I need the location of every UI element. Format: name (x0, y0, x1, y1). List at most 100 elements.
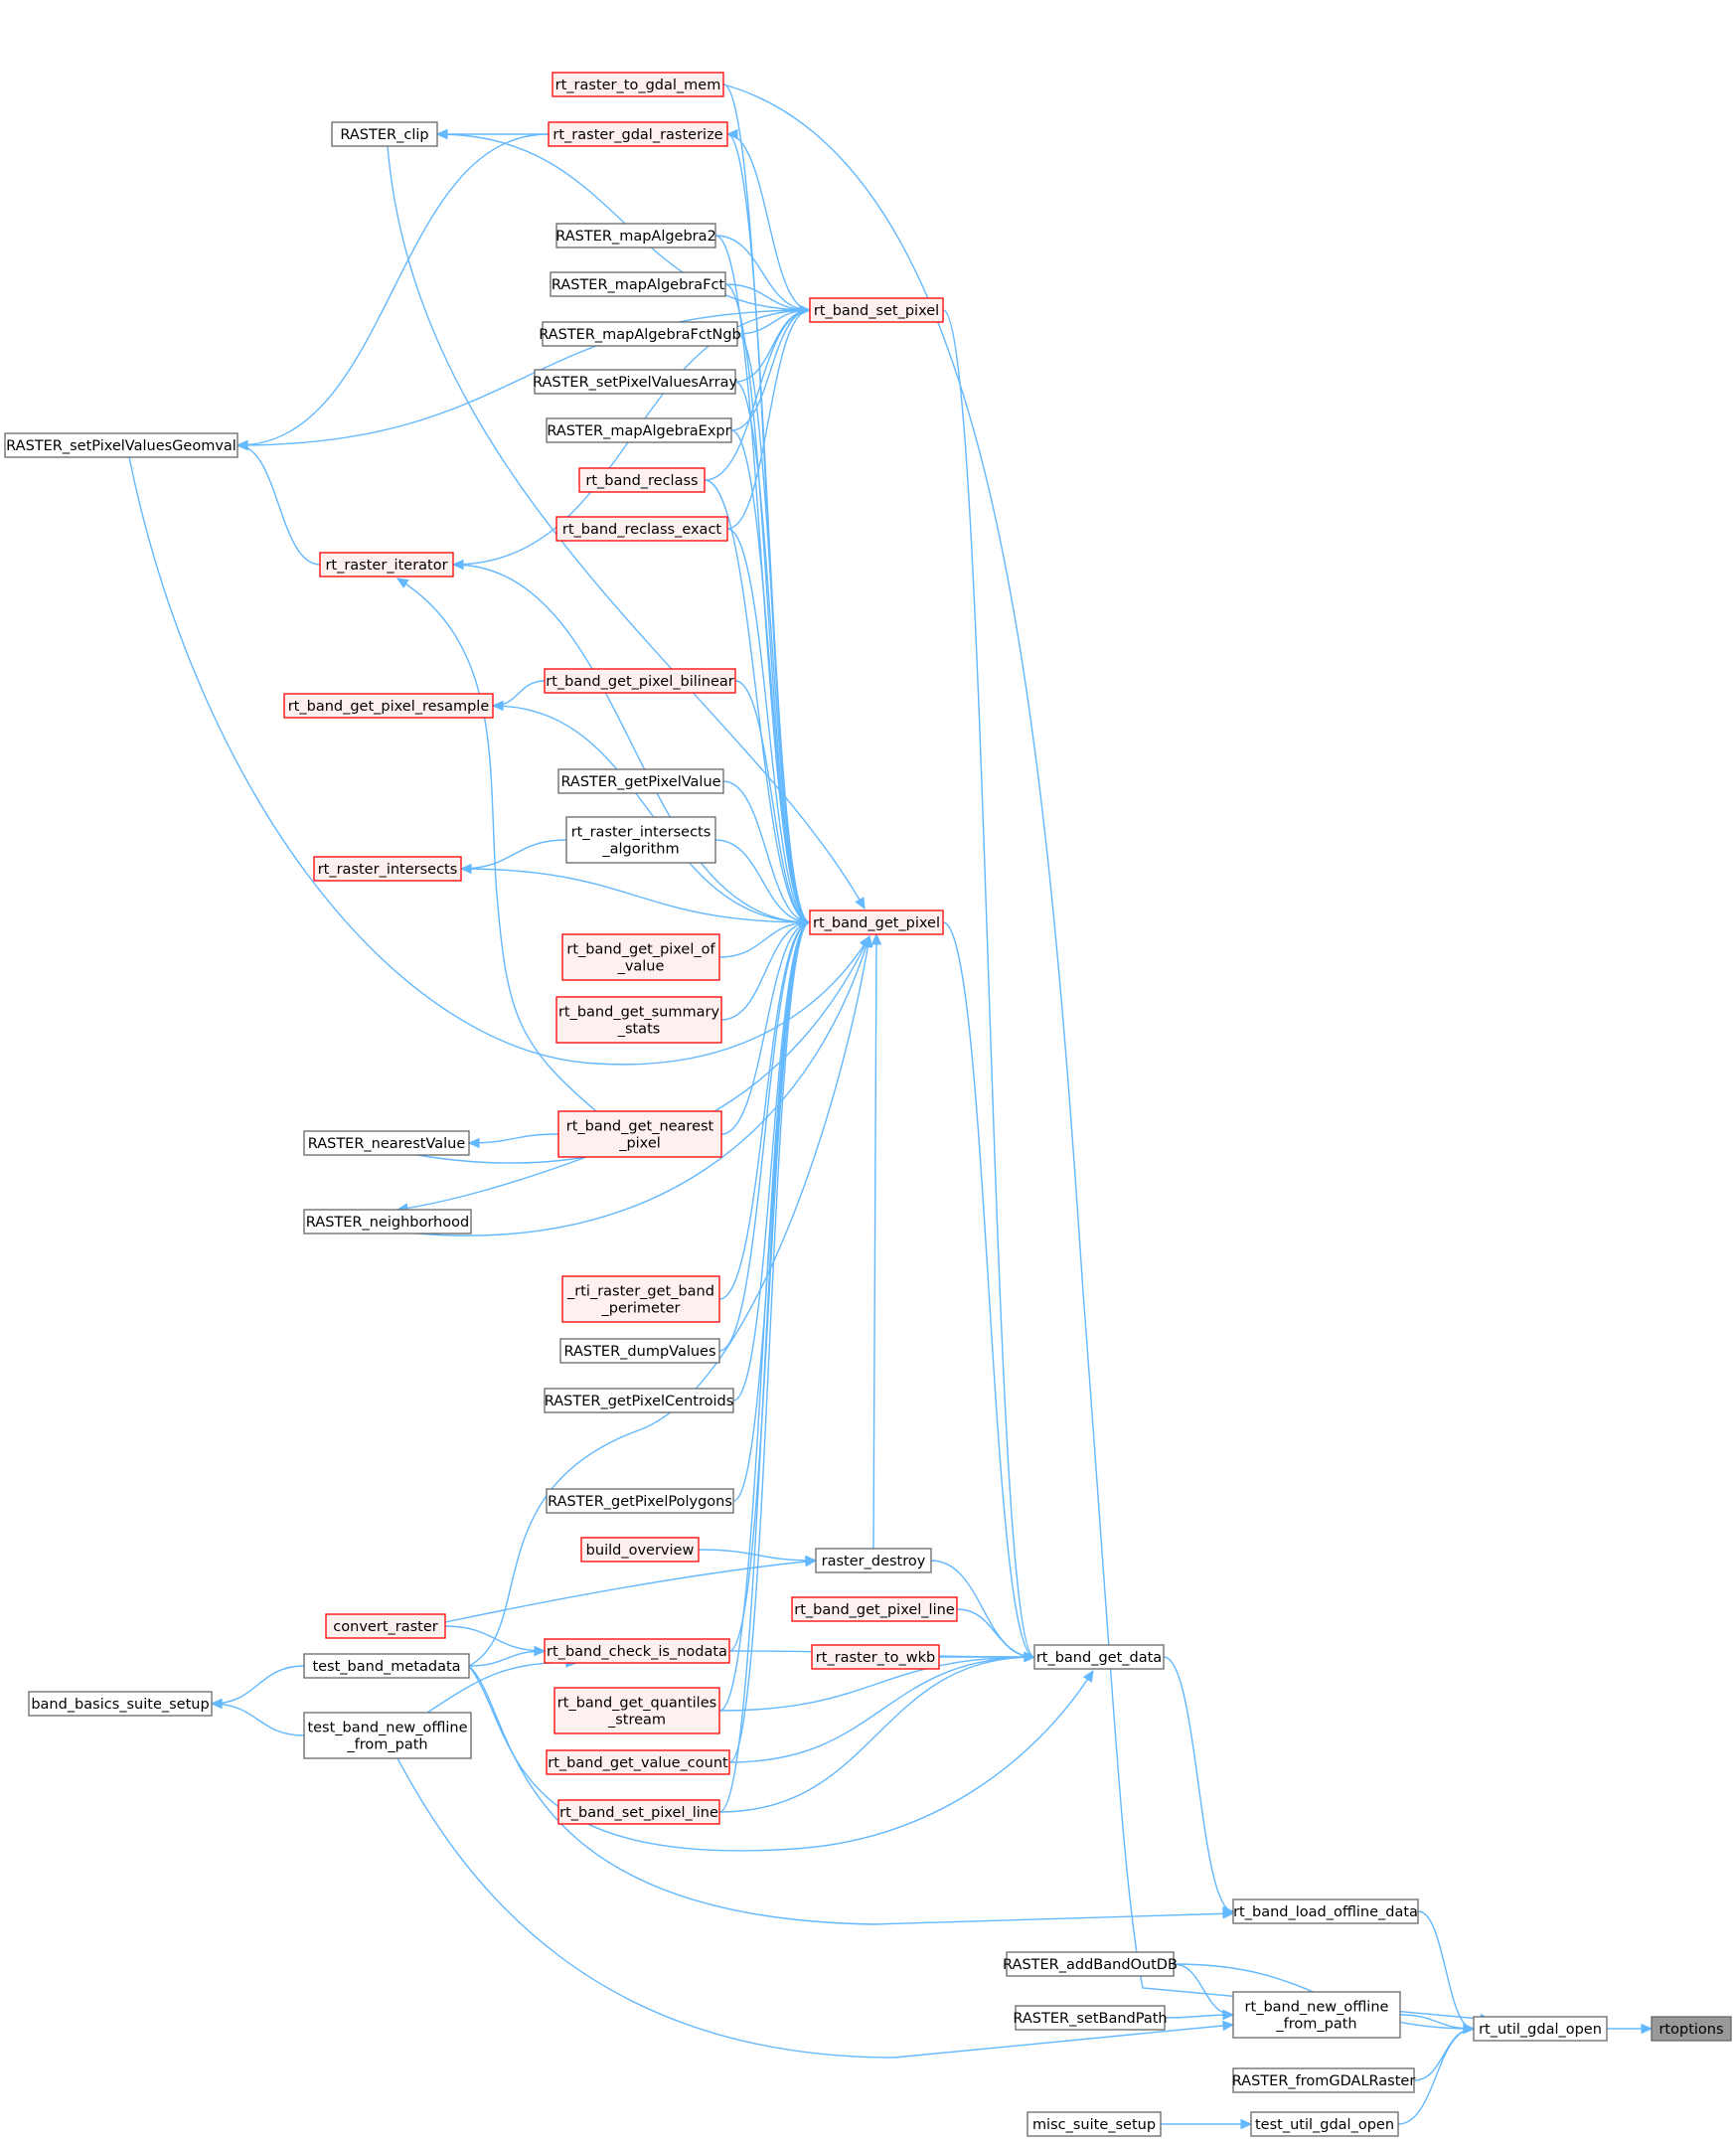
node-box (303, 1712, 472, 1759)
node-label: rt_band_set_pixel (814, 303, 939, 319)
node-test-band-metadata[interactable]: test_band_metadata (303, 1653, 470, 1679)
node-raster-neighborhood[interactable]: RASTER_neighborhood (303, 1209, 472, 1235)
node-label: rtoptions (1658, 2022, 1723, 2038)
node-rt-band-check-is-nodata[interactable]: rt_band_check_is_nodata (544, 1638, 730, 1664)
node-raster-clip[interactable]: RASTER_clip (331, 121, 438, 147)
edge-rt_band_set_pixel-to-RASTER_clip (436, 133, 811, 311)
node-raster-mapalgebrafct[interactable]: RASTER_mapAlgebraFct (550, 271, 726, 297)
node-raster-getpixelpolygons[interactable]: RASTER_getPixelPolygons (546, 1488, 734, 1514)
node-rt-raster-intersects-algorithm[interactable]: rt_raster_intersects_algorithm (565, 816, 716, 864)
edge-rt_band_set_pixel-to-rt_band_get_data-arrowhead (1024, 1651, 1036, 1663)
node-label: RASTER_addBandOutDB (1003, 1957, 1178, 1973)
node-rt-band-set-pixel[interactable]: rt_band_set_pixel (809, 297, 944, 323)
node-rt-band-reclass[interactable]: rt_band_reclass (578, 467, 706, 493)
edge-test_band_metadata-to-rt_band_load_offline_data-arrowhead (1222, 1908, 1235, 1919)
edge-rt_band_get_pixel_bilinear-to-rt_band_get_pixel_resample-arrowhead (491, 700, 504, 712)
node-label: RASTER_nearestValue (308, 1136, 466, 1152)
edge-rt_band_set_pixel_line-to-rt_band_get_pixel (718, 921, 811, 1813)
edge-test_band_metadata-to-rt_band_check_is_nodata-arrowhead (534, 1645, 547, 1657)
node-raster-mapalgebraexpr[interactable]: RASTER_mapAlgebraExpr (546, 417, 732, 443)
node-misc-suite-setup[interactable]: misc_suite_setup (1026, 2111, 1162, 2137)
node-box (557, 768, 724, 794)
node-raster-setbandpath[interactable]: RASTER_setBandPath (1013, 2005, 1168, 2031)
edge-RASTER_getPixelPolygons-to-rt_band_get_pixel (732, 921, 811, 1502)
node-rt-band-get-summary-stats[interactable]: rt_band_get_summary_stats (555, 996, 722, 1044)
node-convert-raster[interactable]: convert_raster (325, 1613, 446, 1639)
edge-test_band_metadata-to-band_basics_suite_setup (211, 1665, 305, 1705)
node-raster-fromgdalraster[interactable]: RASTER_fromGDALRaster (1232, 2067, 1416, 2093)
edge-RASTER_setPixelValuesGeomval-to-rt_band_get_pixel-arrowhead (860, 934, 870, 948)
node-raster-nearestvalue[interactable]: RASTER_nearestValue (303, 1130, 470, 1156)
node-box (1015, 2005, 1166, 2031)
edge-rt_band_get_quantiles_stream-to-rt_band_get_data (718, 1656, 1035, 1712)
node-label: rt_raster_to_wkb (816, 1650, 935, 1666)
edge-rt_band_get_nearest_pixel-to-RASTER_nearestValue (468, 1133, 559, 1144)
node-rt-band-get-pixel[interactable]: rt_band_get_pixel (809, 909, 944, 935)
edge-test_util_gdal_open-to-rt_util_gdal_open (1397, 2028, 1475, 2125)
edge-raster_destroy-to-rt_band_get_pixel (872, 933, 877, 1550)
edge-rt_band_set_pixel-to-RASTER_setPixelValuesGeomval (237, 309, 811, 446)
node-raster-getpixelvalue[interactable]: RASTER_getPixelValue (557, 768, 724, 794)
node-rt-band-get-quantiles-stream[interactable]: rt_band_get_quantiles_stream (553, 1687, 720, 1734)
node-label: RASTER_neighborhood (306, 1215, 469, 1231)
edge-test_band_metadata-to-rt_band_get_pixel (468, 935, 870, 1667)
node-rt-band-get-pixel-bilinear[interactable]: rt_band_get_pixel_bilinear (544, 668, 736, 694)
node-rt-band-reclass-exact[interactable]: rt_band_reclass_exact (555, 516, 728, 542)
node-box (561, 933, 720, 981)
node-box (544, 1638, 730, 1664)
edge-rt_band_get_pixel_line-to-rt_band_get_data (956, 1608, 1035, 1658)
node-label: RASTER_fromGDALRaster (1232, 2073, 1416, 2089)
edge-rt_band_get_nearest_pixel-to-RASTER_neighborhood (396, 1156, 587, 1211)
edge-RASTER_mapAlgebra2-to-rt_band_set_pixel (714, 235, 811, 311)
node-rt-band-get-pixel-line[interactable]: rt_band_get_pixel_line (791, 1596, 958, 1622)
node-raster-addbandoutdb[interactable]: RASTER_addBandOutDB (1003, 1951, 1178, 1977)
node-rti-raster-get-band-perimeter[interactable]: _rti_raster_get_band_perimeter (561, 1275, 720, 1323)
node-rt-band-get-data[interactable]: rt_band_get_data (1033, 1644, 1165, 1670)
node-raster-setpixelvaluesgeomval[interactable]: RASTER_setPixelValuesGeomval (4, 432, 238, 458)
node-label: RASTER_getPixelPolygons (548, 1494, 732, 1510)
node-rtoptions[interactable]: rtoptions (1651, 2016, 1732, 2042)
node-raster-setpixelvaluesarray[interactable]: RASTER_setPixelValuesArray (533, 369, 737, 395)
edge-RASTER_fromGDALRaster-to-rt_util_gdal_open (1413, 2028, 1475, 2081)
node-label: _pixel (618, 1136, 661, 1152)
node-box (303, 1209, 472, 1235)
node-box (544, 668, 736, 694)
edge-test_band_metadata-to-rt_band_get_data-arrowhead (1082, 1669, 1094, 1683)
node-rt-band-new-offline-from-path[interactable]: rt_band_new_offline_from_path (1232, 1991, 1401, 2039)
node-rt-band-get-pixel-resample[interactable]: rt_band_get_pixel_resample (283, 693, 494, 719)
node-rt-raster-intersects[interactable]: rt_raster_intersects (313, 856, 462, 882)
node-build-overview[interactable]: build_overview (580, 1537, 700, 1563)
node-rt-raster-iterator[interactable]: rt_raster_iterator (319, 552, 454, 577)
node-rt-band-get-value-count[interactable]: rt_band_get_value_count (546, 1749, 730, 1775)
edges-layer (128, 83, 1654, 2130)
edge-test_band_metadata-to-rt_band_load_offline_data (468, 1665, 1234, 1925)
node-raster-destroy[interactable]: raster_destroy (815, 1548, 932, 1573)
node-band-basics-suite-setup[interactable]: band_basics_suite_setup (28, 1691, 213, 1717)
node-rt-band-get-nearest-pixel[interactable]: rt_band_get_nearest_pixel (557, 1110, 722, 1158)
node-test-util-gdal-open[interactable]: test_util_gdal_open (1250, 2111, 1399, 2137)
node-label: RASTER_clip (340, 127, 428, 143)
node-rt-raster-gdal-rasterize[interactable]: rt_raster_gdal_rasterize (548, 121, 728, 147)
node-box (550, 271, 726, 297)
node-box (1232, 1898, 1419, 1924)
edge-rt_raster_intersects-to-rt_band_get_pixel (460, 868, 811, 923)
node-rt-raster-to-wkb[interactable]: rt_raster_to_wkb (811, 1644, 940, 1670)
edge-rt_util_gdal_open-to-rtoptions-arrowhead (1641, 2023, 1654, 2035)
node-box (578, 467, 706, 493)
edge-RASTER_clip-to-rt_band_get_pixel-arrowhead (855, 897, 866, 910)
node-raster-dumpvalues[interactable]: RASTER_dumpValues (559, 1338, 720, 1364)
node-raster-mapalgebra2[interactable]: RASTER_mapAlgebra2 (555, 223, 716, 248)
node-label: RASTER_setBandPath (1013, 2011, 1167, 2027)
edge-RASTER_mapAlgebraExpr-to-rt_band_set_pixel (730, 309, 811, 431)
node-box (1473, 2016, 1608, 2042)
node-box (283, 693, 494, 719)
node-rt-band-set-pixel-line[interactable]: rt_band_set_pixel_line (557, 1799, 720, 1825)
node-rt-raster-to-gdal-mem[interactable]: rt_raster_to_gdal_mem (552, 72, 724, 97)
node-raster-getpixelcentroids[interactable]: RASTER_getPixelCentroids (544, 1388, 734, 1413)
node-test-band-new-offline-from-path[interactable]: test_band_new_offline_from_path (303, 1712, 472, 1759)
node-rt-band-get-pixel-of-value[interactable]: rt_band_get_pixel_of_value (561, 933, 720, 981)
node-box (580, 1537, 700, 1563)
node-rt-band-load-offline-data[interactable]: rt_band_load_offline_data (1232, 1898, 1419, 1924)
node-raster-mapalgebrafctngb[interactable]: RASTER_mapAlgebraFctNgb (539, 321, 741, 347)
node-rt-util-gdal-open[interactable]: rt_util_gdal_open (1473, 2016, 1608, 2042)
